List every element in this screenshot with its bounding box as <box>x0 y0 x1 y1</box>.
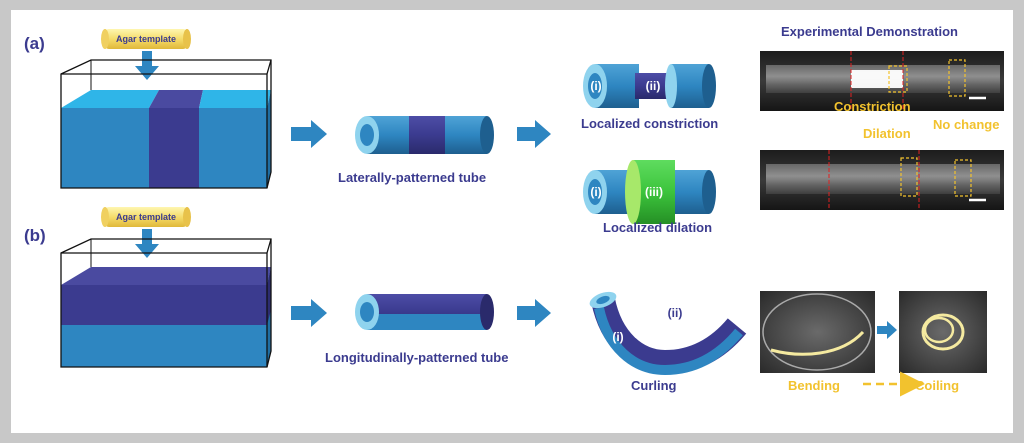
curling-tube <box>589 291 747 376</box>
panel-label-b: (b) <box>24 226 46 245</box>
lateral-tube <box>355 116 494 154</box>
tag-a-i: (i) <box>590 79 601 93</box>
mold-box-a <box>60 59 272 189</box>
constriction-caption: Localized constriction <box>581 116 719 131</box>
photo-bending <box>760 291 875 373</box>
right-arrow-photo <box>877 321 897 339</box>
constriction-tube <box>583 64 716 108</box>
tag-a-ii: (ii) <box>646 79 661 93</box>
dilation-photo-label: Dilation <box>863 126 911 141</box>
figure-canvas: (i) (ii) (i) (iii) (i) (ii) Agar templat… <box>11 10 1013 433</box>
no-change-photo-label: No change <box>933 117 1000 132</box>
lateral-tube-caption: Laterally-patterned tube <box>338 170 487 185</box>
tag-a-iii: (iii) <box>645 185 663 199</box>
tag-a-i-dilation: (i) <box>590 185 601 199</box>
right-arrow-a2 <box>517 120 551 148</box>
bending-label: Bending <box>788 378 840 393</box>
right-arrow-b2 <box>517 299 551 327</box>
figure-graphics: (i) (ii) (i) (iii) (i) (ii) Agar templat… <box>60 29 1004 397</box>
down-arrow-b <box>135 229 159 258</box>
agar-template-a <box>101 29 191 49</box>
panel-label-a: (a) <box>24 34 45 53</box>
curling-caption: Curling <box>631 378 677 393</box>
photo-coiling <box>899 291 987 373</box>
constriction-photo-label: Constriction <box>834 99 911 114</box>
mold-box-b <box>60 238 272 368</box>
tag-b-i: (i) <box>612 330 623 344</box>
agar-label-b: Agar template <box>116 212 176 222</box>
photo-constriction <box>760 51 1004 111</box>
dilation-caption: Localized dilation <box>603 220 713 235</box>
longitudinal-tube <box>355 294 494 330</box>
photo-dilation <box>760 150 1004 210</box>
coiling-label: Coiling <box>915 378 960 393</box>
dilation-tube <box>583 160 716 224</box>
longitudinal-tube-caption: Longitudinally-patterned tube <box>325 350 509 365</box>
experimental-title: Experimental Demonstration <box>781 24 958 39</box>
agar-label-a: Agar template <box>116 34 176 44</box>
down-arrow-a <box>135 51 159 80</box>
tag-b-ii: (ii) <box>668 306 683 320</box>
right-arrow-a1 <box>291 120 327 148</box>
right-arrow-b1 <box>291 299 327 327</box>
agar-template-b <box>101 207 191 227</box>
